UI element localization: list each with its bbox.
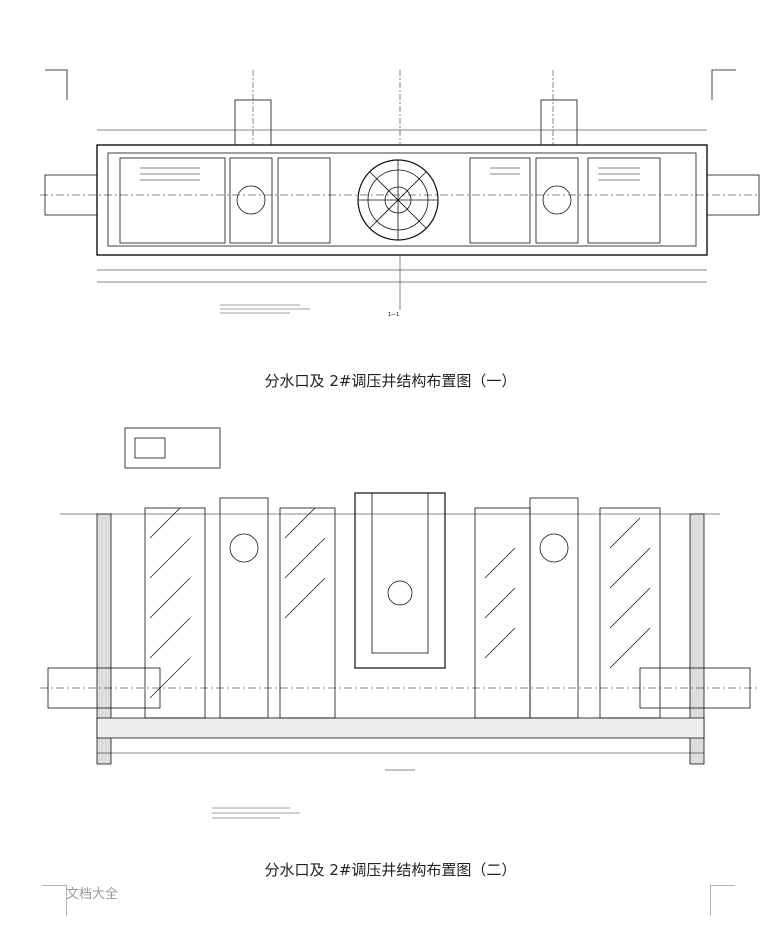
- detail-view: [124, 427, 221, 469]
- compartment-valve-left: [277, 157, 331, 244]
- compartment-valve-right: [469, 157, 531, 244]
- footer-label: 文档大全: [66, 887, 119, 902]
- stairwell-3: [474, 507, 531, 719]
- page-corner-mark-left: [42, 885, 67, 916]
- compartment-stair-left: [119, 157, 226, 244]
- section-mark-1: 1—1: [388, 312, 399, 318]
- shaft-right: [529, 497, 579, 719]
- compartment-stair-right: [587, 157, 661, 244]
- structural-plan-drawing: 1—1: [0, 60, 781, 322]
- shaft-left: [219, 497, 269, 719]
- right-boundary-line: [711, 69, 736, 100]
- compartment-shaft-left: [229, 157, 273, 244]
- compartment-shaft-right: [535, 157, 579, 244]
- stairwell-4: [599, 507, 661, 719]
- surge-tower: [354, 492, 446, 669]
- base-slab: [96, 717, 705, 739]
- figure-caption-2: 分水口及 2#调压井结构布置图（二）: [264, 861, 517, 879]
- figure-caption-1: 分水口及 2#调压井结构布置图（一）: [264, 372, 517, 390]
- section-view-svg: [40, 427, 760, 819]
- shaft-right-circle: [542, 185, 572, 215]
- stairwell-2: [279, 507, 336, 719]
- plan-view-svg: 1—1: [40, 69, 760, 318]
- stairwell-1: [144, 507, 206, 719]
- surge-tower-inner: [371, 492, 429, 654]
- right-outer-wall: [689, 513, 705, 765]
- right-tower: [540, 99, 578, 146]
- page-corner-mark-right: [710, 885, 735, 916]
- shaft-left-circle: [236, 185, 266, 215]
- left-boundary-line: [45, 69, 68, 100]
- outer-structure: [96, 144, 708, 256]
- left-outer-wall: [96, 513, 112, 765]
- inner-structure: [107, 152, 697, 247]
- structural-section-drawing: [0, 418, 781, 828]
